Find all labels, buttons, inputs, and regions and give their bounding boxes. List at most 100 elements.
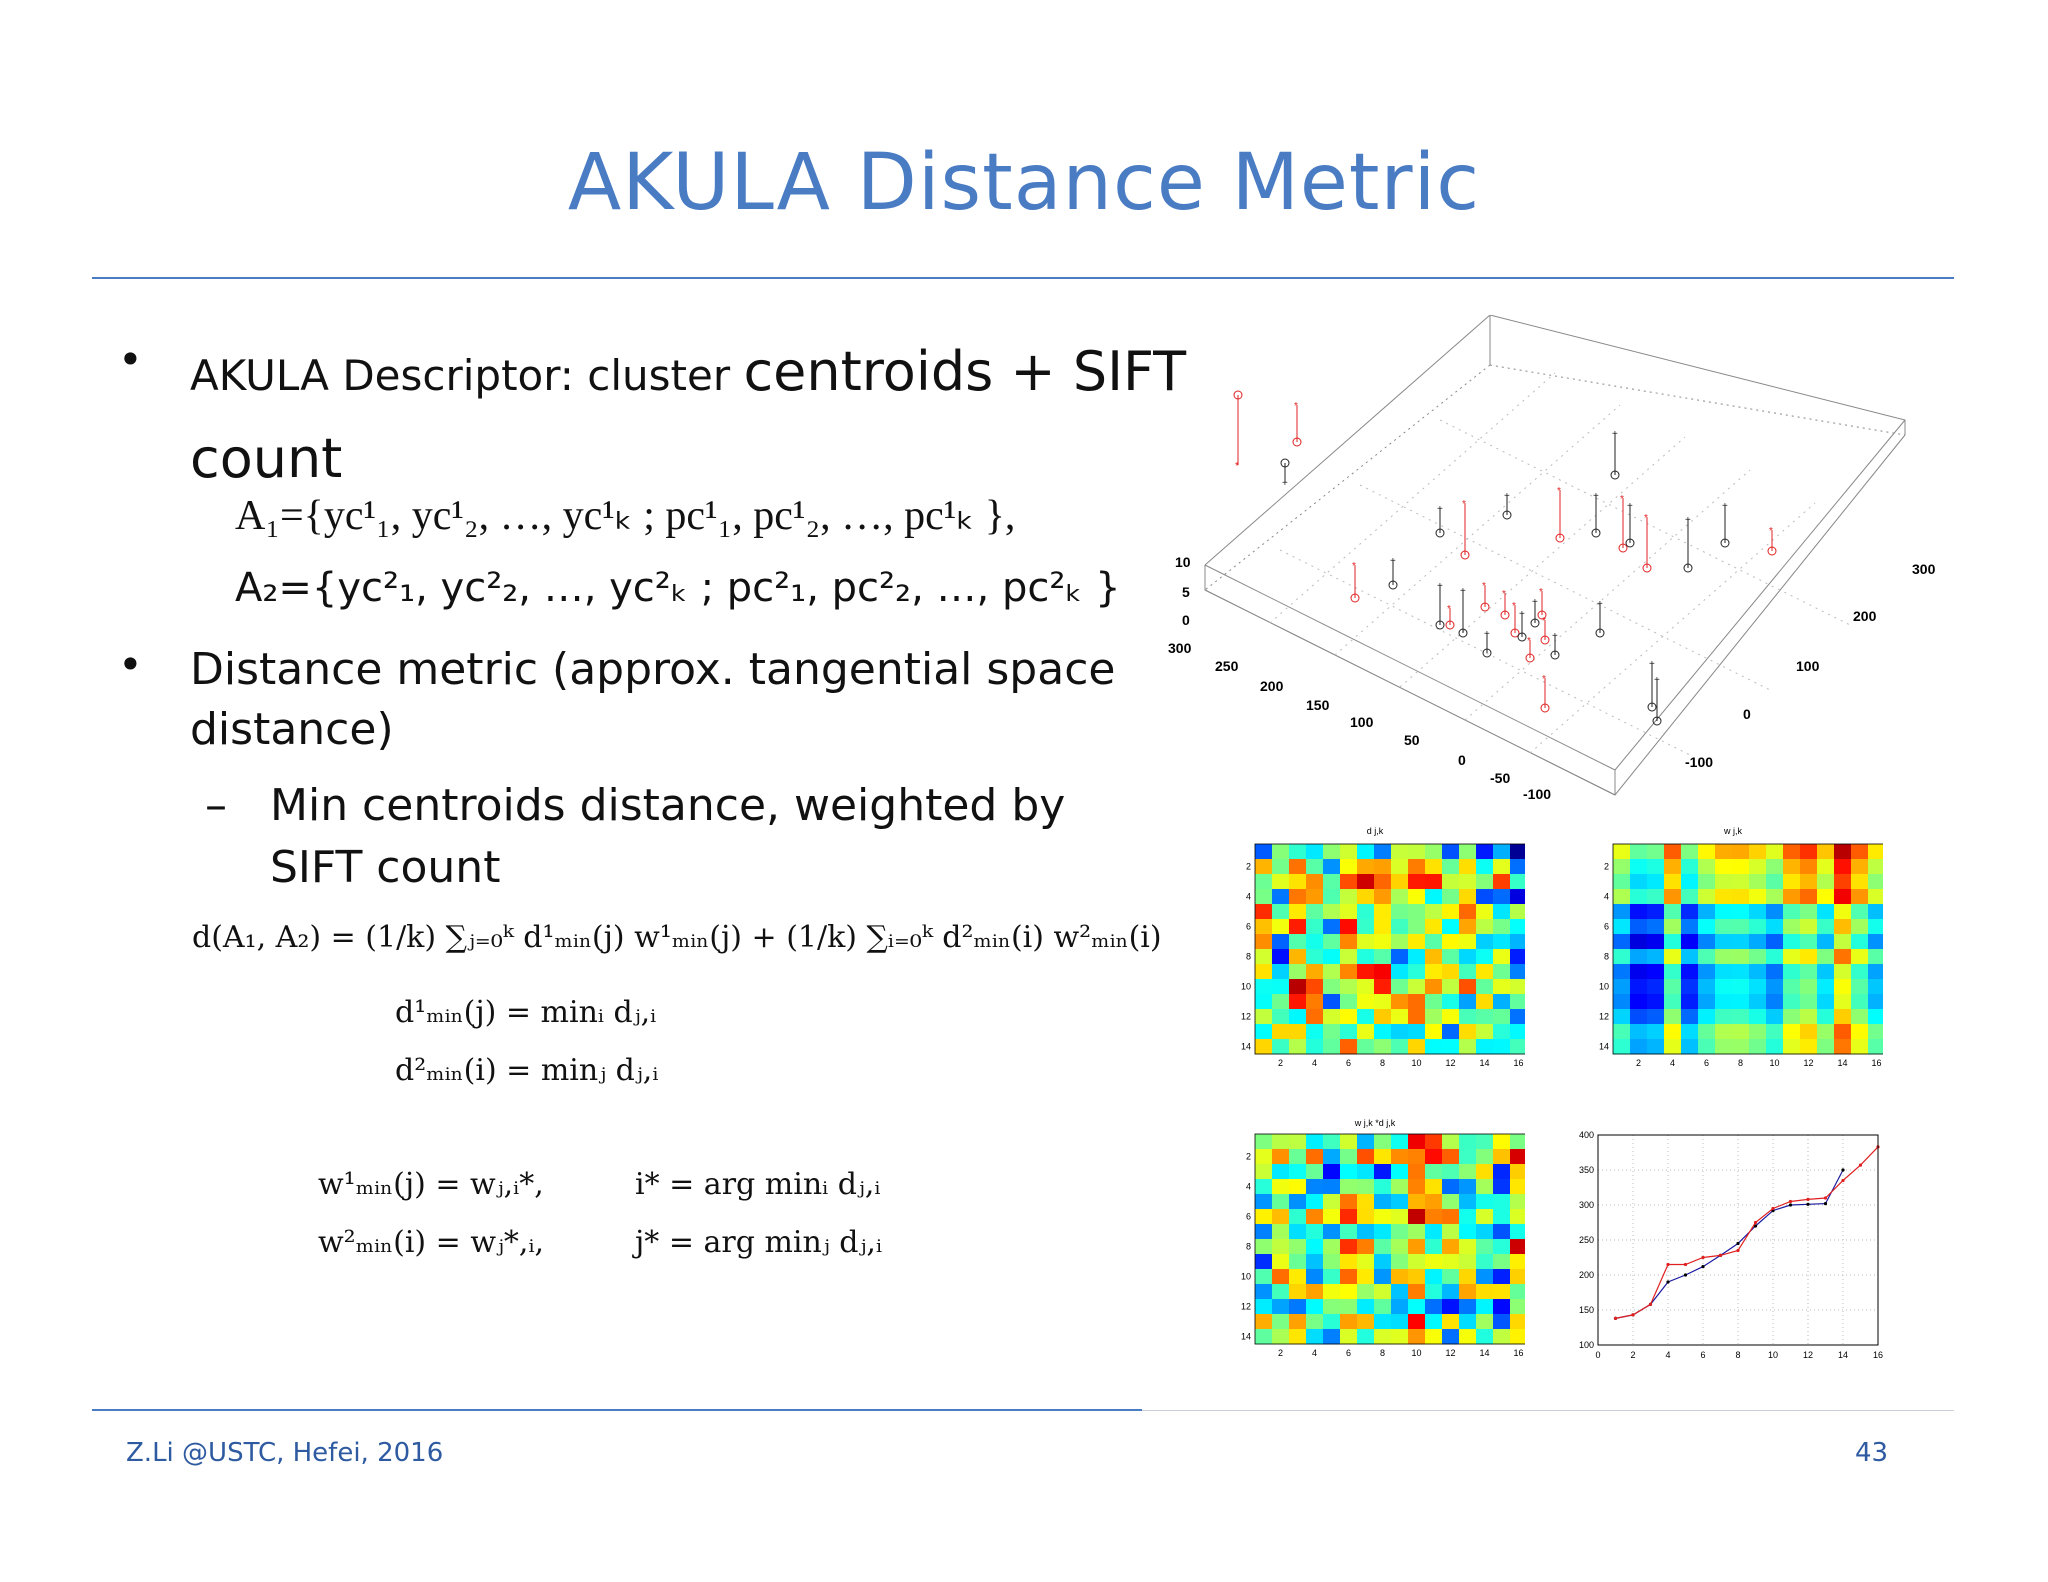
scatter-top-mark: +	[1597, 599, 1603, 610]
heatmap-cell	[1459, 859, 1477, 875]
heatmap-cell	[1391, 1164, 1409, 1180]
heatmap-cell	[1732, 874, 1750, 890]
heatmap-cell	[1442, 1224, 1460, 1240]
heatmap-cell	[1459, 1009, 1477, 1025]
heatmap-cell	[1749, 1024, 1767, 1040]
heatmap-cell	[1272, 1194, 1290, 1210]
heatmap-cell	[1698, 1009, 1716, 1025]
heatmap-cell	[1306, 1209, 1324, 1225]
heatmap-cell	[1493, 844, 1511, 860]
heatmap-cell	[1306, 1134, 1324, 1150]
heatmap-y-tick: 4	[1604, 892, 1609, 902]
scatter-top-mark: *	[1294, 401, 1298, 412]
heatmap-cell	[1783, 979, 1801, 995]
heatmap-y-tick: 10	[1241, 982, 1251, 992]
heatmap-cell	[1374, 1314, 1392, 1330]
scatter-top-mark: *	[1644, 513, 1648, 524]
y-tick-label: 200	[1579, 1270, 1594, 1280]
heatmap-cell	[1800, 949, 1818, 965]
heatmap-cell	[1408, 949, 1426, 965]
heatmap-cell	[1630, 934, 1648, 950]
heatmap-cell	[1255, 994, 1273, 1010]
heatmap-cell	[1647, 1039, 1665, 1055]
heatmap-cell	[1476, 1164, 1494, 1180]
heatmap-cell	[1664, 844, 1682, 860]
scatter-top-mark: +	[1484, 629, 1490, 640]
scatter-marker	[1595, 628, 1605, 638]
heatmap-cell	[1647, 934, 1665, 950]
heatmap-x-tick: 10	[1769, 1058, 1779, 1068]
heatmap-cell	[1425, 1269, 1443, 1285]
scatter-top-mark: *	[1769, 526, 1773, 537]
y-tick: 100	[1350, 714, 1374, 730]
heatmap-cell	[1357, 1209, 1375, 1225]
heatmap-cell	[1476, 889, 1494, 905]
heatmap-cell	[1783, 919, 1801, 935]
heatmap-cell	[1510, 844, 1525, 860]
heatmap-cell	[1272, 949, 1290, 965]
heatmap-cell	[1425, 844, 1443, 860]
heatmap-cell	[1374, 1194, 1392, 1210]
heatmap-cell	[1425, 1329, 1443, 1345]
heatmap-cell	[1732, 949, 1750, 965]
heatmap-frame	[1612, 843, 1883, 1055]
heatmap-cell	[1834, 1009, 1852, 1025]
heatmap-cell	[1340, 1179, 1358, 1195]
series-point	[1701, 1265, 1705, 1269]
heatmap-cell	[1493, 1329, 1511, 1345]
y-tick: 50	[1404, 732, 1420, 748]
scatter-marker	[1591, 528, 1601, 538]
heatmap-y-tick: 8	[1604, 952, 1609, 962]
y-tick: 150	[1306, 697, 1330, 713]
heatmap-y-tick: 8	[1246, 952, 1251, 962]
scatter-top-mark: +	[1519, 609, 1525, 620]
heatmap-x-tick: 12	[1445, 1058, 1455, 1068]
heatmap-cell	[1340, 994, 1358, 1010]
heatmap-cell	[1817, 889, 1835, 905]
heatmap-cell	[1255, 859, 1273, 875]
heatmap-cell	[1408, 979, 1426, 995]
scatter-marker	[1555, 533, 1565, 543]
heatmap-cell	[1493, 1024, 1511, 1040]
heatmap-cell	[1459, 1254, 1477, 1270]
sub-bullet-dash: –	[205, 780, 227, 831]
heatmap-cell	[1255, 979, 1273, 995]
heatmap-cell	[1323, 994, 1341, 1010]
heatmap-cell	[1476, 1254, 1494, 1270]
series-point	[1823, 1202, 1828, 1206]
heatmap-cell	[1391, 874, 1409, 890]
heatmap-cell	[1357, 1194, 1375, 1210]
x-tick-label: 4	[1665, 1350, 1670, 1360]
heatmap-cell	[1493, 1299, 1511, 1315]
heatmap-cell	[1255, 844, 1273, 860]
heatmap-cell	[1425, 1134, 1443, 1150]
heatmap-cell	[1340, 1134, 1358, 1150]
series-point	[1631, 1313, 1635, 1317]
heatmap-cell	[1851, 949, 1869, 965]
heatmap-cell	[1272, 889, 1290, 905]
heatmap-cell	[1510, 859, 1525, 875]
heatmap-cell	[1732, 979, 1750, 995]
heatmap-cell	[1851, 874, 1869, 890]
heatmap-cell	[1255, 1269, 1273, 1285]
heatmap-cell	[1868, 904, 1883, 920]
heatmap-cell	[1391, 1024, 1409, 1040]
heatmap-cell	[1374, 1024, 1392, 1040]
heatmap-cell	[1323, 1254, 1341, 1270]
heatmap-cell	[1425, 1209, 1443, 1225]
heatmap-cell	[1255, 904, 1273, 920]
heatmap-cell	[1374, 874, 1392, 890]
heatmap-cell	[1715, 964, 1733, 980]
heatmap-cell	[1715, 904, 1733, 920]
heatmap-cell	[1493, 859, 1511, 875]
heatmap-x-tick: 4	[1670, 1058, 1675, 1068]
heatmap-cell	[1306, 1314, 1324, 1330]
heatmap-x-tick: 6	[1346, 1058, 1351, 1068]
heatmap-cell	[1340, 1314, 1358, 1330]
heatmap-cell	[1510, 1254, 1525, 1270]
heatmap-cell	[1766, 889, 1784, 905]
heatmap-cell	[1493, 1009, 1511, 1025]
heatmap-cell	[1681, 1039, 1699, 1055]
heatmap-cell	[1255, 1009, 1273, 1025]
